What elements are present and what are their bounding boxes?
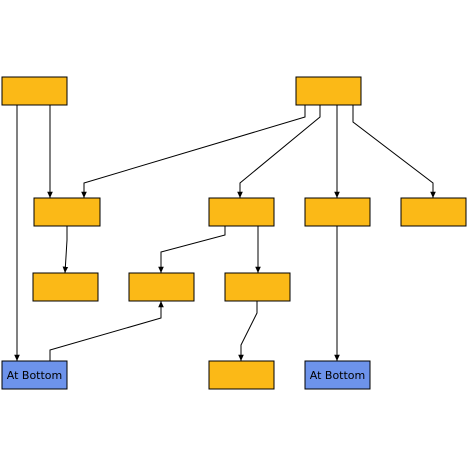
- node-box: [224, 272, 291, 302]
- edges: [14, 105, 436, 361]
- node-box: [33, 197, 101, 227]
- node-box: [32, 272, 99, 302]
- node-n11: [208, 360, 275, 390]
- node-n8: [128, 272, 195, 302]
- node-n12: At Bottom: [304, 360, 371, 390]
- node-n7: [32, 272, 99, 302]
- node-box: [1, 76, 68, 106]
- node-box: [304, 360, 371, 390]
- node-box: [208, 360, 275, 390]
- edge-n9-to-n11: [238, 301, 258, 361]
- node-box: [400, 197, 467, 227]
- edge-n2-to-n4: [237, 105, 321, 198]
- node-box: [1, 360, 68, 390]
- node-n4: [208, 197, 275, 227]
- node-box: [128, 272, 195, 302]
- node-label: At Bottom: [310, 369, 366, 382]
- edge-n2-to-n3: [81, 105, 306, 198]
- node-n6: [400, 197, 467, 227]
- edge-n3-to-n7: [62, 226, 69, 274]
- node-n5: [304, 197, 371, 227]
- node-n9: [224, 272, 291, 302]
- node-n3: [33, 197, 101, 227]
- node-box: [295, 76, 362, 106]
- node-label: At Bottom: [7, 369, 63, 382]
- node-box: [208, 197, 275, 227]
- node-n2: [295, 76, 362, 106]
- node-n1: [1, 76, 68, 106]
- edge-n2-to-n6: [352, 105, 436, 198]
- node-box: [304, 197, 371, 227]
- edge-n10-to-n8: [49, 301, 164, 361]
- edge-n4-to-n8: [158, 226, 226, 273]
- nodes: At Bottom At Bottom: [1, 76, 467, 390]
- node-n10: At Bottom: [1, 360, 68, 390]
